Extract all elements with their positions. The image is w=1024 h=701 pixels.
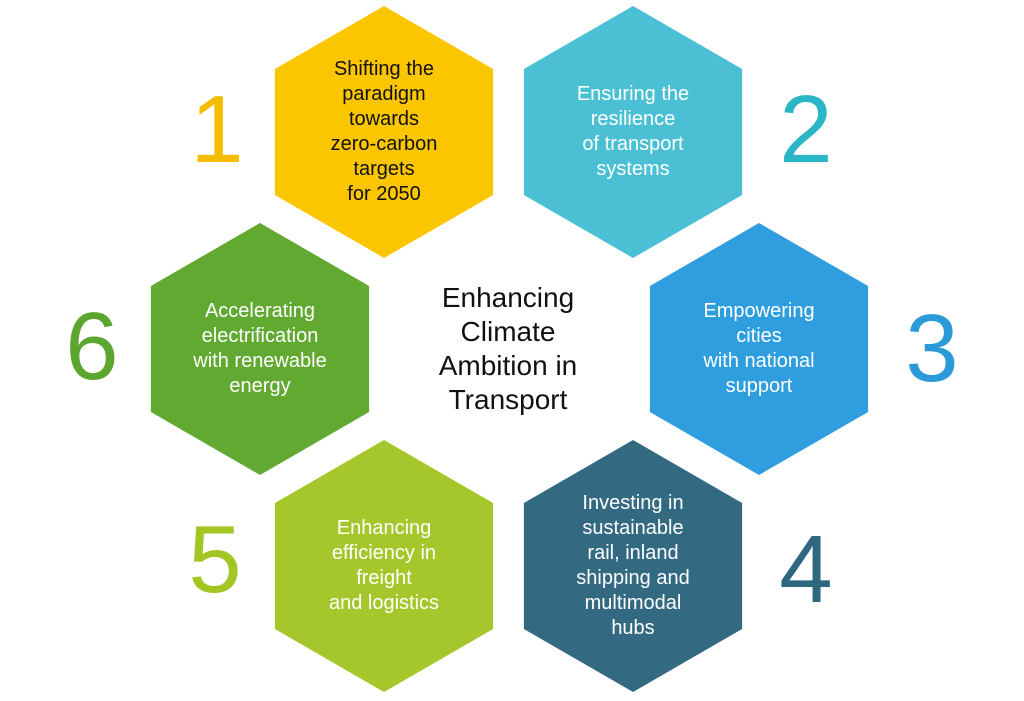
- step-number-6: 6: [65, 293, 119, 400]
- hexagon-1-label: Shifting the paradigm towards zero-carbo…: [330, 58, 438, 205]
- step-number-2: 2: [779, 76, 833, 183]
- hexagon-3-label: Empowering cities with national support: [703, 300, 815, 397]
- hexagon-4: [523, 440, 743, 692]
- step-number-1: 1: [190, 76, 244, 183]
- hexagon-4-label: Investing in sustainable rail, inland sh…: [576, 492, 690, 639]
- hexagon-1: [274, 6, 494, 258]
- hexagon-5-label: Enhancing efficiency in freight and logi…: [328, 517, 440, 614]
- step-number-3: 3: [905, 295, 959, 402]
- center-title: Enhancing Climate Ambition in Transport: [438, 282, 578, 415]
- hexagon-2: [523, 6, 743, 258]
- hexagon-3: [649, 223, 869, 475]
- step-number-4: 4: [779, 516, 833, 623]
- hexagon-6: [150, 223, 370, 475]
- hexagon-6-label: Accelerating electrification with renewa…: [193, 300, 327, 397]
- step-number-5: 5: [188, 506, 242, 613]
- hexagon-5: [274, 440, 494, 692]
- hexagon-2-label: Ensuring the resilience of transport sys…: [576, 83, 690, 180]
